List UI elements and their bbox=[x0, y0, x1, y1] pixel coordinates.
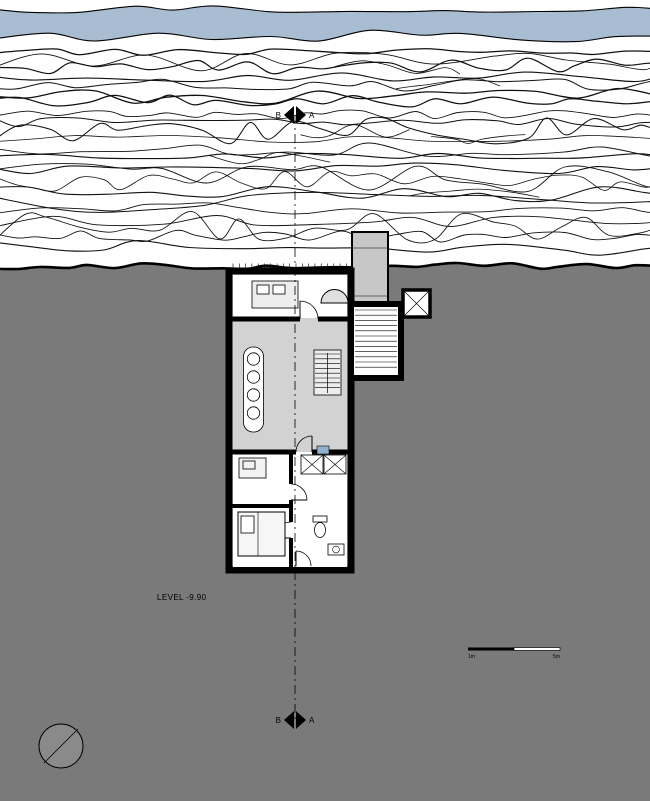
wardrobe bbox=[300, 454, 347, 475]
roof-hatch-ticks bbox=[232, 263, 347, 271]
north-arrow bbox=[38, 723, 84, 769]
skylight bbox=[401, 288, 432, 319]
interior-stair bbox=[313, 349, 342, 396]
section-label-a-bottom: A bbox=[309, 716, 315, 725]
level-label: LEVEL -9.90 bbox=[157, 593, 207, 602]
exterior-stair bbox=[348, 301, 404, 381]
bathroom-sink bbox=[327, 543, 345, 556]
toilet bbox=[312, 515, 328, 538]
floor-plan bbox=[225, 231, 432, 574]
stair-treads bbox=[355, 309, 397, 368]
section-label-b-top: B bbox=[276, 111, 281, 120]
scale-label-left: 1m bbox=[468, 654, 475, 660]
bed bbox=[237, 511, 286, 557]
door-room-1 bbox=[290, 483, 308, 501]
scale-label-right: 5m bbox=[553, 654, 560, 660]
terrain-contour-lines bbox=[0, 48, 650, 256]
door-bath bbox=[295, 550, 312, 567]
door-top-room bbox=[299, 300, 319, 320]
water-band bbox=[0, 5, 650, 43]
section-marker-bottom: B A bbox=[276, 711, 315, 729]
curved-wall bbox=[320, 289, 349, 304]
kitchen-counter bbox=[243, 346, 264, 433]
table bbox=[251, 280, 299, 309]
section-label-b-bottom: B bbox=[276, 716, 281, 725]
entry-bridge bbox=[351, 231, 389, 311]
section-label-a-top: A bbox=[309, 111, 315, 120]
scale-bar: 1m 5m bbox=[468, 647, 561, 660]
door-hall bbox=[295, 435, 313, 453]
desk bbox=[238, 457, 267, 479]
sink-fixture bbox=[316, 445, 330, 455]
section-marker-top: B A bbox=[276, 106, 315, 124]
